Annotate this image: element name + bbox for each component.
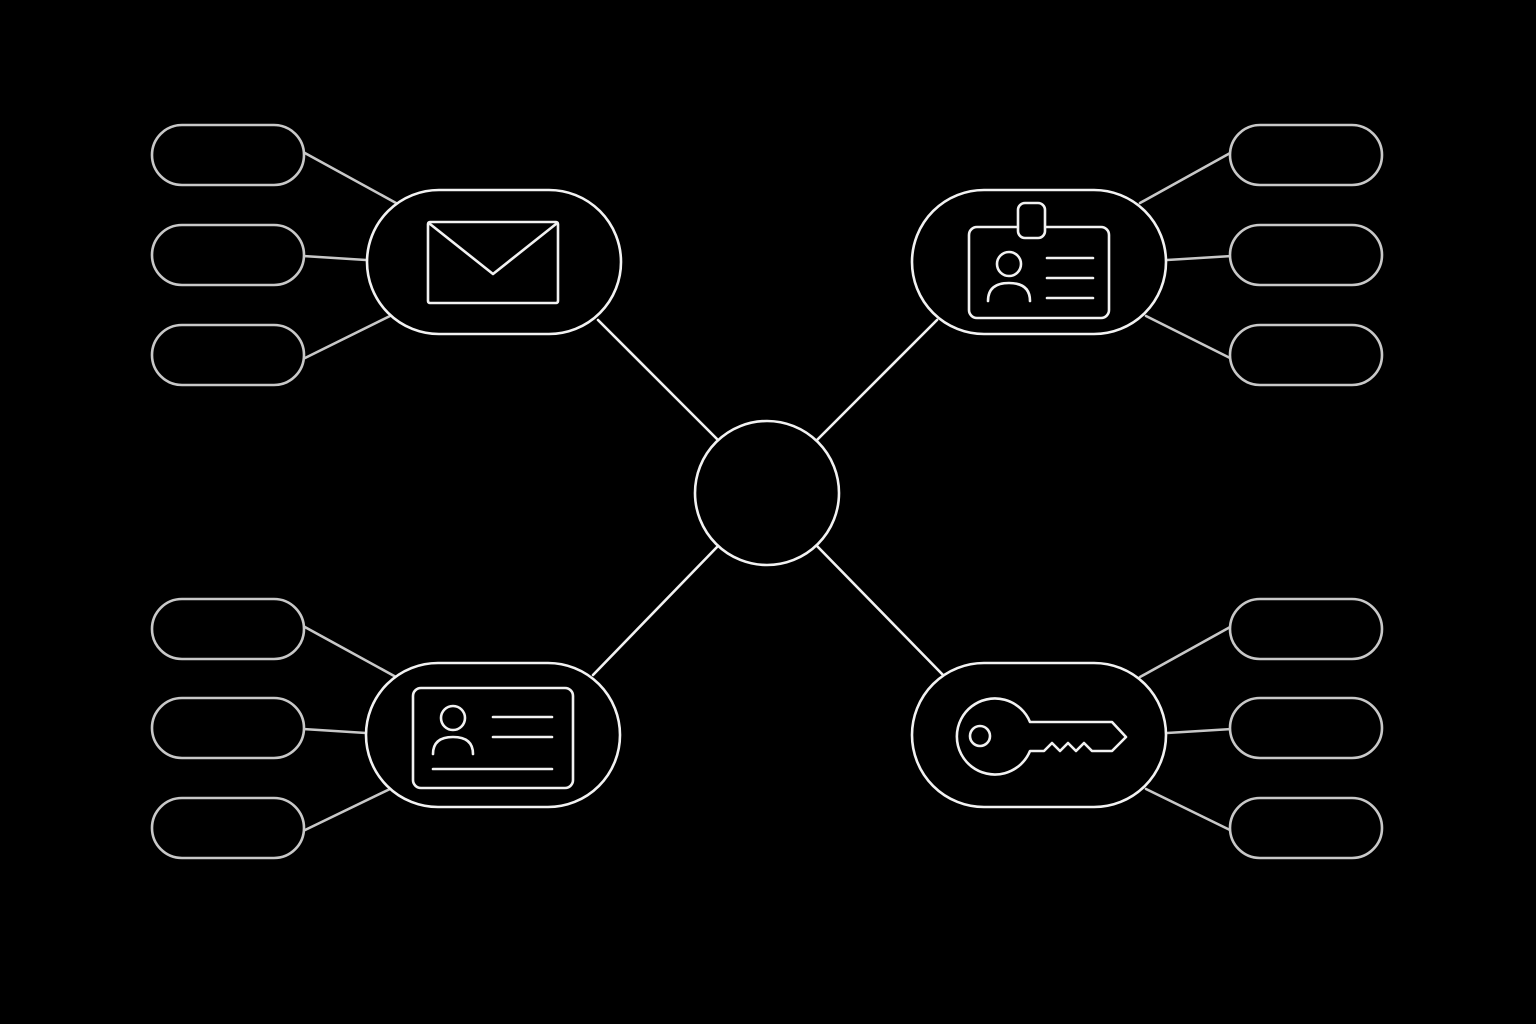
connector-leaf-top-left-3 xyxy=(301,314,392,361)
leaf-group-top-right xyxy=(1228,123,1384,387)
leaf-node xyxy=(150,223,306,287)
leaf-group-bottom-right xyxy=(1228,597,1384,860)
connector-hub-bottom-left xyxy=(591,544,720,677)
connector-leaf-bottom-left-2 xyxy=(301,727,368,735)
envelope-icon xyxy=(426,220,560,305)
leaf-node xyxy=(150,796,306,860)
connector-leaf-bottom-right-1 xyxy=(1138,624,1234,679)
leaf-node xyxy=(1228,696,1384,760)
connector-leaf-top-right-2 xyxy=(1165,254,1234,262)
connector-leaf-top-right-1 xyxy=(1138,150,1234,205)
leaf-node xyxy=(150,696,306,760)
leaf-group-top-left xyxy=(150,123,306,387)
id-badge-icon xyxy=(967,201,1111,320)
branch-node-top-left xyxy=(365,188,623,336)
connector-hub-bottom-right xyxy=(815,544,945,677)
connector-hub-top-left xyxy=(596,318,720,442)
connector-leaf-bottom-left-1 xyxy=(301,624,398,679)
connector-leaf-bottom-left-3 xyxy=(301,787,392,833)
hub-connectors xyxy=(591,318,945,677)
connector-leaf-bottom-right-2 xyxy=(1165,727,1234,735)
leaf-node xyxy=(1228,597,1384,661)
branch-node-bottom-right xyxy=(910,661,1168,809)
leaf-node xyxy=(150,323,306,387)
hub-node xyxy=(693,419,841,567)
leaf-node xyxy=(1228,323,1384,387)
leaf-node xyxy=(1228,223,1384,287)
leaf-node xyxy=(1228,123,1384,187)
leaf-node xyxy=(150,123,306,187)
leaf-group-bottom-left xyxy=(150,597,306,860)
connector-leaf-top-left-2 xyxy=(301,254,368,262)
connector-leaf-top-right-3 xyxy=(1144,314,1234,361)
branch-node-bottom-left xyxy=(364,661,622,809)
id-card-icon xyxy=(411,686,575,790)
connector-leaf-top-left-1 xyxy=(301,150,398,205)
key-icon xyxy=(955,697,1128,776)
connector-hub-top-right xyxy=(815,318,939,442)
leaf-node xyxy=(1228,796,1384,860)
leaf-connectors xyxy=(301,150,1234,833)
leaf-node xyxy=(150,597,306,661)
connector-leaf-bottom-right-3 xyxy=(1144,787,1234,833)
